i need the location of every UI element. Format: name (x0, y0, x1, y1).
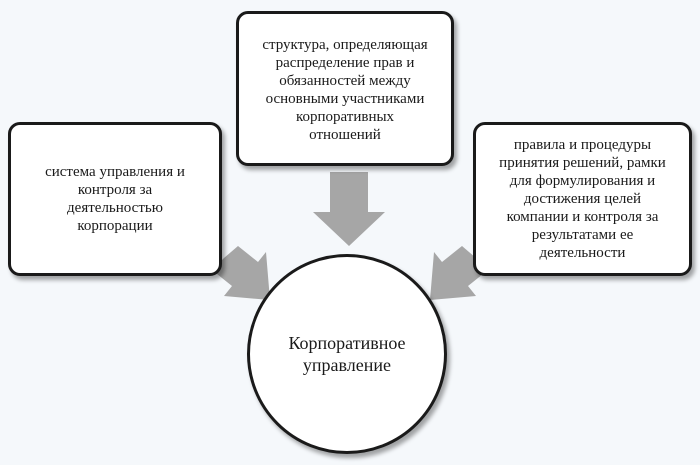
node-left-box: система управления и контроля за деятель… (8, 122, 222, 276)
center-circle: Корпоративное управление (247, 254, 447, 454)
arrow-left (212, 246, 270, 300)
arrow-top (313, 172, 385, 246)
node-right-box: правила и процедуры принятия решений, ра… (473, 122, 692, 276)
node-top-box: структура, определяющая распределение пр… (236, 11, 454, 166)
